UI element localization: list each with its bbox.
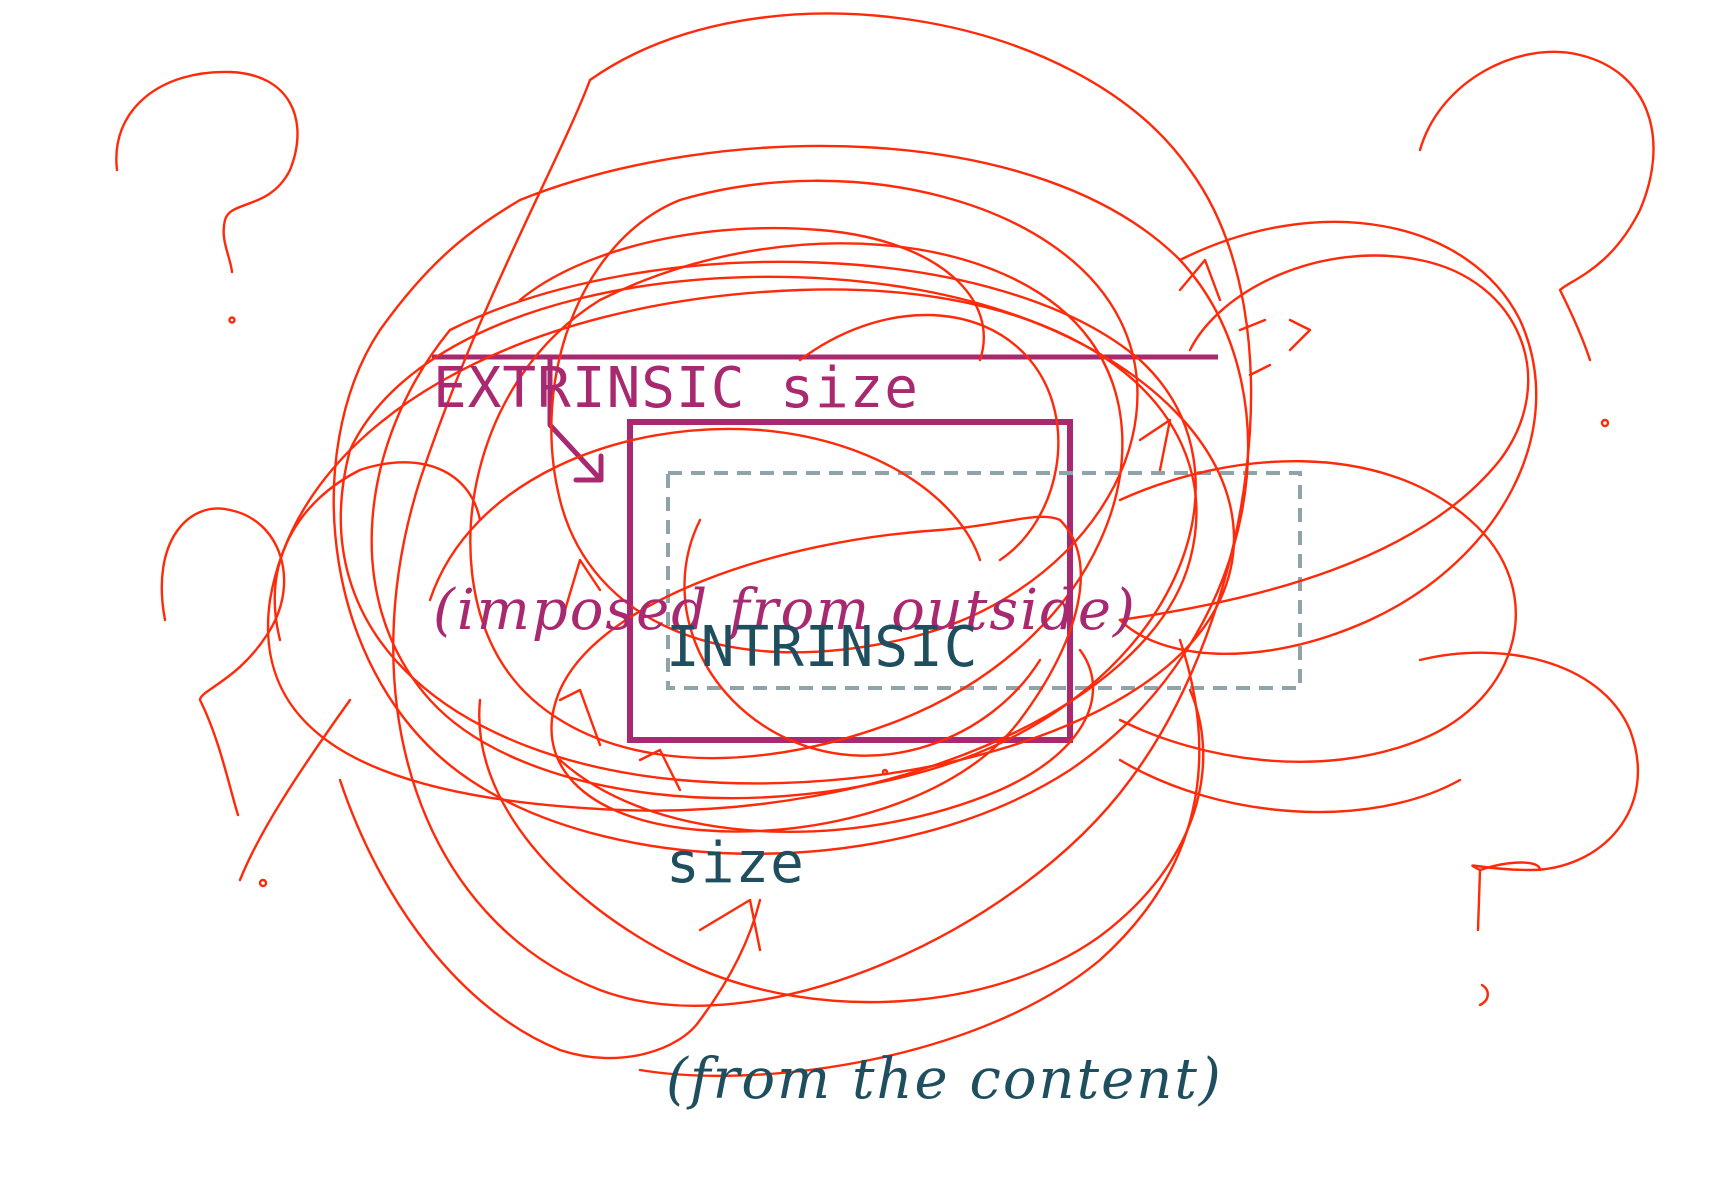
question-mark-icon xyxy=(115,70,299,274)
scribble-overlay xyxy=(115,12,1655,1077)
diagram-canvas xyxy=(115,12,1655,1077)
extrinsic-heading: EXTRINSIC size xyxy=(433,356,920,421)
intrinsic-heading-line1: INTRINSIC xyxy=(666,615,979,680)
intrinsic-label: INTRINSIC size (from the content) xyxy=(666,468,1223,1188)
arrowhead xyxy=(573,453,604,483)
arrow-icon xyxy=(547,357,603,482)
intrinsic-heading-line2: size xyxy=(666,831,805,896)
extrinsic-subheading: (imposed from outside) xyxy=(433,578,1137,643)
extrinsic-box xyxy=(627,419,1073,743)
intrinsic-subheading: (from the content) xyxy=(666,1047,1223,1112)
extrinsic-label: EXTRINSIC size (imposed from outside) xyxy=(433,204,1137,722)
